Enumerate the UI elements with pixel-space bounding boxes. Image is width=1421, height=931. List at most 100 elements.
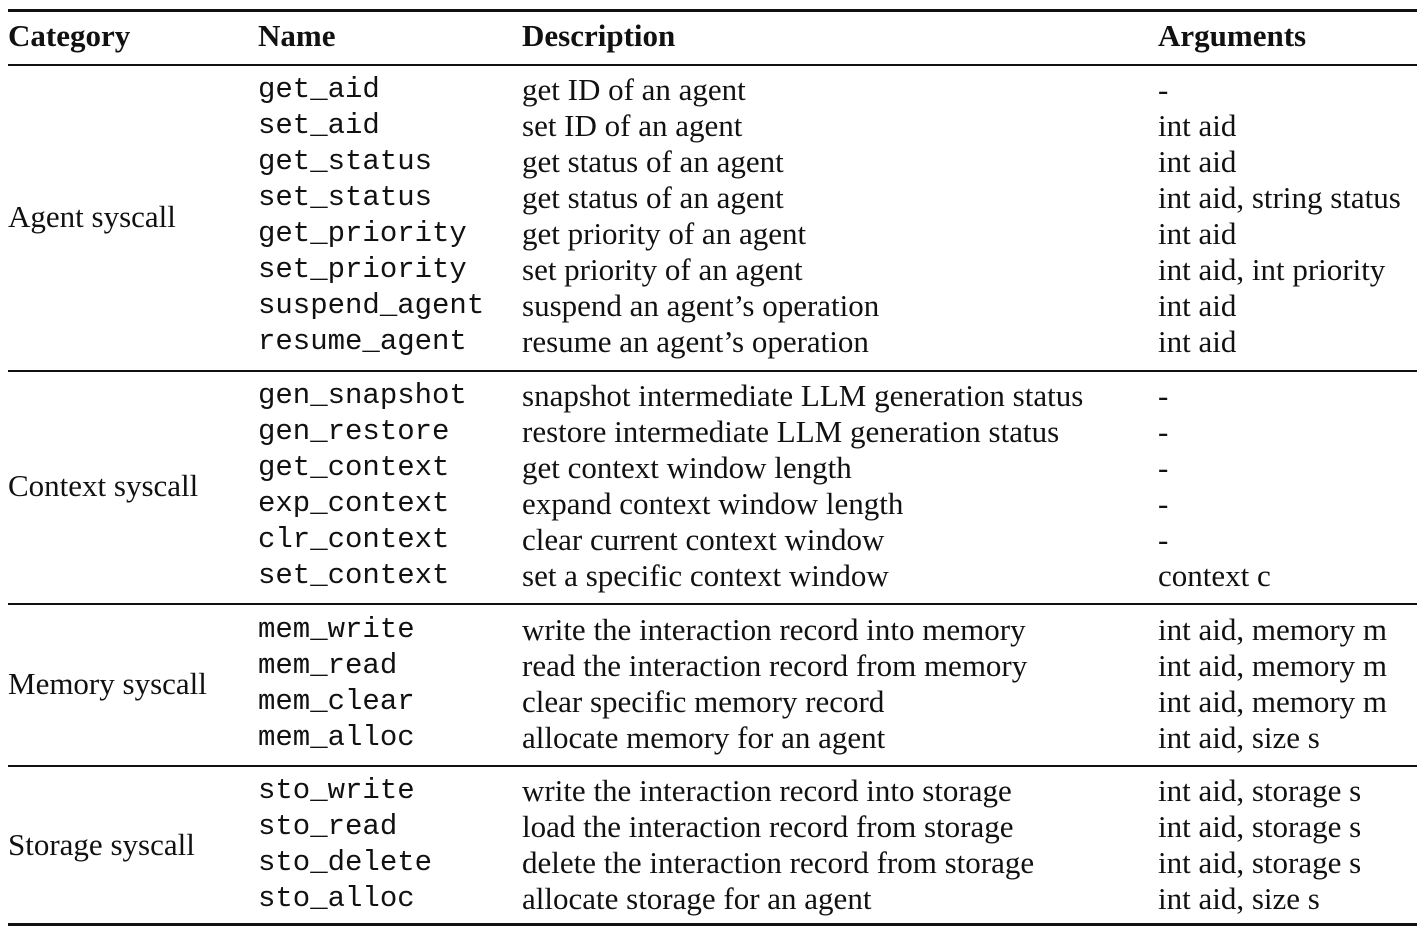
syscall-description: allocate memory for an agent (522, 720, 886, 755)
syscall-arguments: - (1158, 72, 1169, 107)
syscall-name: sto_write (258, 774, 415, 807)
syscall-name: set_status (258, 181, 433, 214)
syscall-description: get status of an agent (522, 180, 784, 215)
table-row: sto_alloc allocate storage for an agent in… (0, 881, 1421, 917)
syscall-description: delete the interaction record from stora… (522, 845, 1035, 880)
table-row: exp_context expand context window length - (0, 486, 1421, 522)
table-row: get_aid get ID of an agent - (0, 72, 1421, 108)
syscall-name: mem_alloc (258, 721, 415, 754)
syscall-name: set_aid (258, 109, 380, 142)
syscall-arguments: int aid (1158, 144, 1237, 179)
syscall-description: suspend an agent’s operation (522, 288, 880, 323)
syscall-description: write the interaction record into storag… (522, 773, 1012, 808)
syscall-arguments: int aid, size s (1158, 881, 1320, 916)
syscall-arguments: int aid (1158, 324, 1237, 359)
syscall-arguments: int aid (1158, 288, 1237, 323)
header-description: Description (522, 18, 676, 53)
table-top-rule (8, 9, 1417, 12)
syscall-arguments: int aid, memory m (1158, 612, 1388, 647)
table-row: mem_clear clear specific memory record int… (0, 684, 1421, 720)
syscall-name: get_status (258, 145, 433, 178)
syscall-arguments: - (1158, 450, 1169, 485)
syscall-arguments: - (1158, 522, 1169, 557)
syscall-arguments: - (1158, 486, 1169, 521)
syscall-description: expand context window length (522, 486, 904, 521)
category-label: Memory syscall (8, 666, 207, 701)
group-divider (8, 765, 1417, 767)
table-row: gen_restore restore intermediate LLM gene… (0, 414, 1421, 450)
syscall-arguments: - (1158, 378, 1169, 413)
syscall-arguments: int aid, storage s (1158, 809, 1362, 844)
table-row: gen_snapshot snapshot intermediate LLM ge… (0, 378, 1421, 414)
table-row: get_priority get priority of an agent int … (0, 216, 1421, 252)
syscall-name: exp_context (258, 487, 450, 520)
syscall-name: set_priority (258, 253, 467, 286)
syscall-name: get_context (258, 451, 450, 484)
syscall-description: snapshot intermediate LLM generation sta… (522, 378, 1084, 413)
syscall-description: allocate storage for an agent (522, 881, 872, 916)
syscall-name: mem_write (258, 613, 415, 646)
syscall-arguments: int aid, memory m (1158, 648, 1388, 683)
table-row: get_context get context window length - (0, 450, 1421, 486)
syscall-name: get_aid (258, 73, 380, 106)
syscall-name: gen_snapshot (258, 379, 467, 412)
table-row: sto_write write the interaction record in… (0, 773, 1421, 809)
syscall-arguments: context c (1158, 558, 1271, 593)
category-label: Storage syscall (8, 827, 195, 862)
syscall-name: sto_delete (258, 846, 433, 879)
syscall-name: mem_read (258, 649, 398, 682)
syscall-description: set priority of an agent (522, 252, 803, 287)
header-category: Category (8, 18, 131, 53)
syscall-description: set a specific context window (522, 558, 889, 593)
syscall-arguments: int aid, int priority (1158, 252, 1386, 287)
table-row: set_status get status of an agent int aid,… (0, 180, 1421, 216)
table-row: mem_write write the interaction record in… (0, 612, 1421, 648)
category-label: Context syscall (8, 468, 199, 503)
group-divider (8, 370, 1417, 372)
syscall-description: write the interaction record into memory (522, 612, 1026, 647)
header-rule (8, 64, 1417, 66)
syscall-description: set ID of an agent (522, 108, 743, 143)
table-row: mem_read read the interaction record from… (0, 648, 1421, 684)
group-divider (8, 603, 1417, 605)
syscall-description: clear specific memory record (522, 684, 885, 719)
header-arguments: Arguments (1158, 18, 1307, 53)
table-bottom-rule (8, 923, 1417, 926)
syscall-arguments: - (1158, 414, 1169, 449)
syscall-name: sto_read (258, 810, 398, 843)
syscall-description: get status of an agent (522, 144, 784, 179)
syscall-arguments: int aid, size s (1158, 720, 1320, 755)
syscall-name: suspend_agent (258, 289, 485, 322)
category-label: Agent syscall (8, 199, 176, 234)
table-row: mem_alloc allocate memory for an agent int… (0, 720, 1421, 756)
syscall-description: restore intermediate LLM generation stat… (522, 414, 1060, 449)
syscall-arguments: int aid, memory m (1158, 684, 1388, 719)
header-name: Name (258, 18, 336, 53)
syscall-description: clear current context window (522, 522, 885, 557)
syscall-name: gen_restore (258, 415, 450, 448)
syscall-description: resume an agent’s operation (522, 324, 869, 359)
table-row: suspend_agent suspend an agent’s operatio… (0, 288, 1421, 324)
table-row: sto_delete delete the interaction record … (0, 845, 1421, 881)
syscall-name: mem_clear (258, 685, 415, 718)
syscall-arguments: int aid, storage s (1158, 845, 1362, 880)
syscall-description: get priority of an agent (522, 216, 807, 251)
syscall-arguments: int aid, string status (1158, 180, 1401, 215)
syscall-description: get ID of an agent (522, 72, 746, 107)
syscall-name: resume_agent (258, 325, 467, 358)
table-row: clr_context clear current context window - (0, 522, 1421, 558)
syscall-description: read the interaction record from memory (522, 648, 1028, 683)
syscall-description: load the interaction record from storage (522, 809, 1014, 844)
syscall-arguments: int aid, storage s (1158, 773, 1362, 808)
syscall-name: sto_alloc (258, 882, 415, 915)
table-row: get_status get status of an agent int aid (0, 144, 1421, 180)
table-row: sto_read load the interaction record from… (0, 809, 1421, 845)
syscall-name: clr_context (258, 523, 450, 556)
table-row: set_context set a specific context window… (0, 558, 1421, 594)
syscall-name: get_priority (258, 217, 467, 250)
syscall-description: get context window length (522, 450, 852, 485)
syscall-arguments: int aid (1158, 216, 1237, 251)
table-row: resume_agent resume an agent’s operation i… (0, 324, 1421, 360)
syscall-name: set_context (258, 559, 450, 592)
